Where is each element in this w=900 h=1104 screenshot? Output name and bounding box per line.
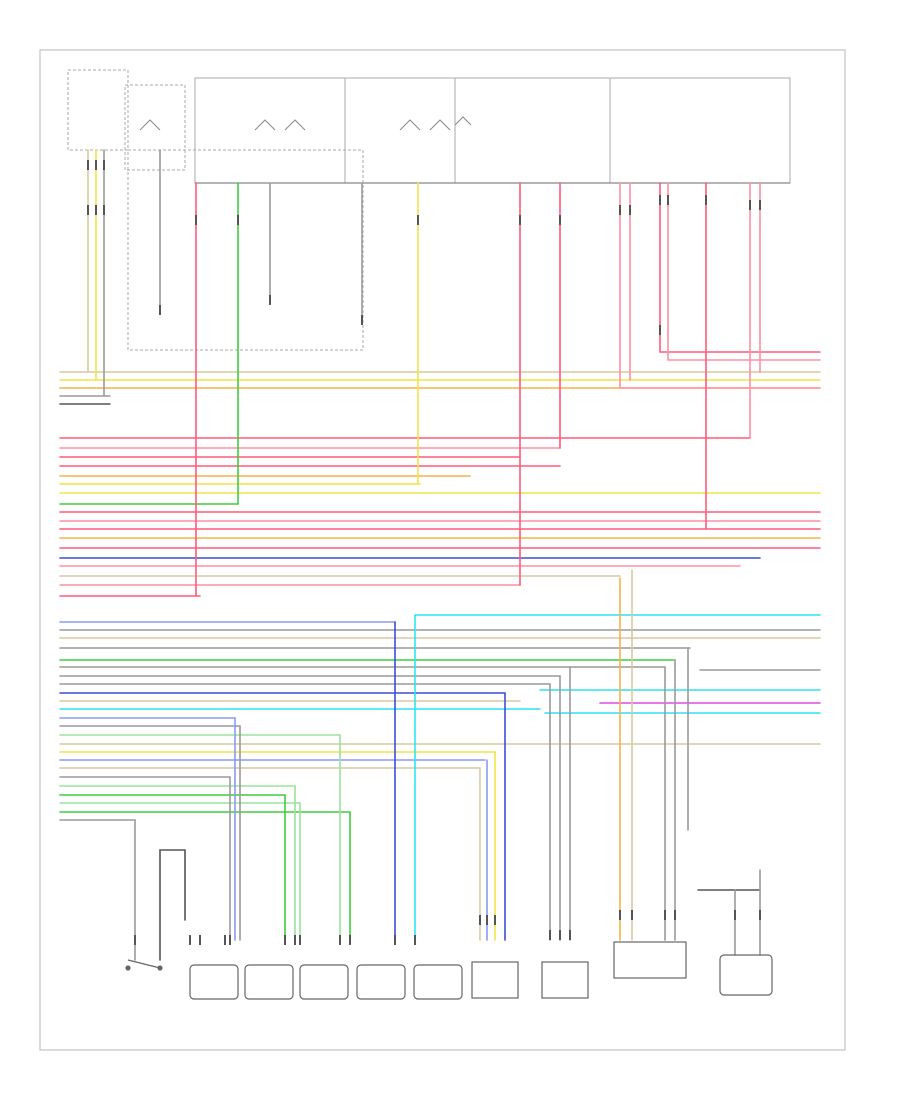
engine-harness-connector [67,69,129,151]
fuse-block-1 [194,77,346,184]
switch-symbol [125,959,163,971]
sensor-1 [189,964,239,1000]
module-1 [471,961,519,999]
module-2 [541,961,589,999]
sensor-4 [356,964,406,1000]
sensor-3 [299,964,349,1000]
sensor-5 [413,964,463,1000]
bottom-components [125,941,773,1000]
fuse-symbol [429,119,451,131]
wires [59,149,821,961]
sensor-2 [244,964,294,1000]
underhood-fuse-block [609,77,791,184]
fuse-symbol [284,119,306,131]
module-3 [613,941,687,979]
fuse-symbol [254,119,276,131]
lower-left-dashed-box [127,149,364,351]
fuse-block-3 [454,77,611,184]
wire-drop-6 [619,182,821,389]
fuse-symbol [399,119,421,131]
connector-ticks [87,160,761,945]
top-component-blocks [67,69,791,351]
fuse-block-2 [344,77,456,184]
module-4 [719,954,773,996]
wire-bottom-25 [159,849,186,961]
connector-block-left [124,84,186,171]
wire-drop-8 [659,182,821,353]
ground-symbol [139,119,161,131]
relay-symbol [454,116,472,126]
fuse-symbols [139,116,472,131]
wire-drop-9 [667,182,821,361]
diagram-frame [39,49,846,1051]
